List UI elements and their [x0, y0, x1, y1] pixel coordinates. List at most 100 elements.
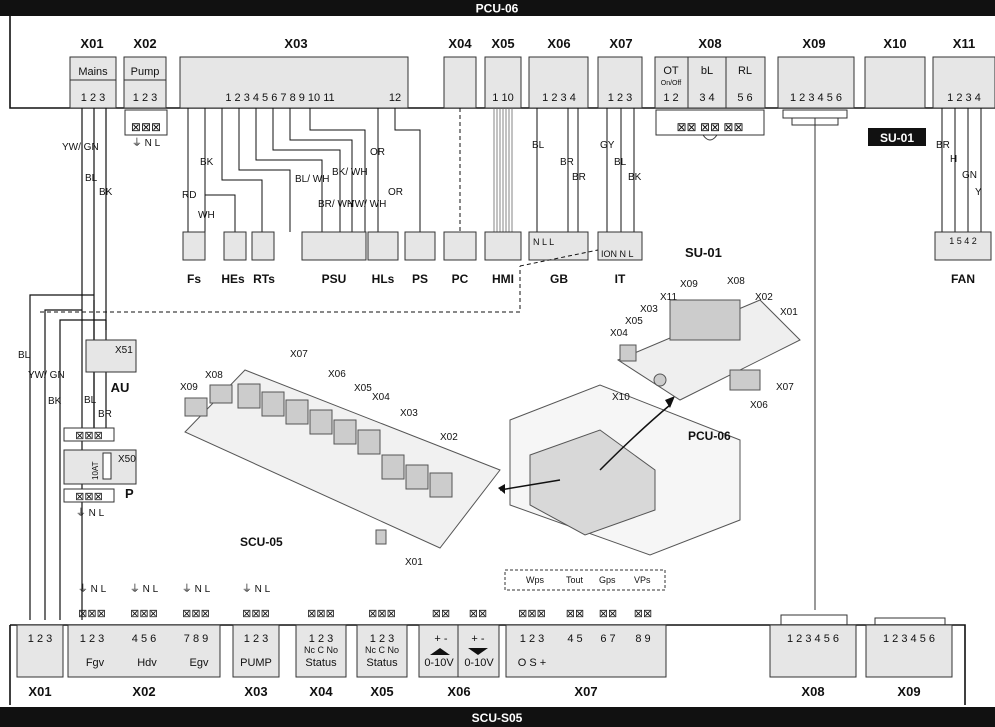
x03-sub-pump: PUMP: [240, 657, 272, 669]
x03-wire-blwh: BL/ WH: [295, 174, 329, 185]
pcu-callout-x06: X06: [750, 400, 768, 411]
x09-top-bridge: [782, 109, 848, 610]
x02-top-pins: 1 2 3: [133, 92, 157, 104]
x08-ot-pins: 1 2: [663, 92, 678, 104]
x07-sub-os: O S +: [518, 657, 546, 669]
x10-top-label: X10: [883, 36, 906, 51]
x03-top-box: [179, 56, 409, 109]
hmi-label: HMI: [492, 272, 514, 286]
hes-label: HEs: [221, 272, 245, 286]
x07-bottom-box: [505, 624, 667, 678]
left-wire-bl: BL: [18, 350, 31, 361]
x08-bottom-bridge: [780, 614, 848, 625]
x02-term-3: ⏚ N L: [182, 583, 211, 595]
x09-bottom-box: [865, 624, 953, 678]
x05-pins: 1 2 3: [370, 633, 394, 645]
x02-term-2: ⏚ N L: [130, 583, 159, 595]
pcu-callout-x02: X02: [755, 292, 773, 303]
p-top-terminal: [63, 427, 115, 442]
left-wire-bk: BK: [48, 396, 62, 407]
x02-pins-1: 1 2 3: [80, 633, 104, 645]
svg-text:⊠⊠: ⊠⊠: [566, 608, 584, 620]
au-relay-conn: X51: [115, 345, 133, 356]
x08-terminal-block: ⊠⊠ ⊠⊠ ⊠⊠: [655, 109, 765, 141]
x01-top-label: X01: [80, 36, 103, 51]
svg-text:⊠⊠ ⊠⊠ ⊠⊠: ⊠⊠ ⊠⊠ ⊠⊠: [677, 120, 744, 134]
x04-bottom-box: [295, 624, 347, 678]
x04-sub1: Nc C No: [304, 645, 338, 655]
scu-callout-title: SCU-05: [240, 535, 283, 549]
svg-text:⊠⊠⊠: ⊠⊠⊠: [75, 430, 103, 442]
rts-label: RTs: [253, 272, 275, 286]
x08-bl-label: bL: [701, 65, 713, 77]
su01-box-label: SU-01: [880, 131, 914, 145]
x10-top-box: [864, 56, 926, 109]
fan-pins: 1 5 4 2: [949, 236, 977, 246]
x03-wire-bk: BK: [200, 157, 214, 168]
x03-bottom-box: [232, 624, 280, 678]
mains-wire-bl: BL: [85, 173, 98, 184]
x03-top-pins: 1 2 3 4 5 6 7 8 9 10 11: [225, 92, 334, 104]
gb-label: GB: [550, 272, 568, 286]
left-wire-yw: YW/ GN: [28, 370, 65, 381]
x11-wire-br: BR: [936, 140, 950, 151]
x06-wire-br2: BR: [572, 172, 586, 183]
pc-device: [443, 231, 477, 261]
x04-bottom-label: X04: [309, 684, 333, 699]
x08-rl-pins: 5 6: [737, 92, 752, 104]
ps-label: PS: [412, 272, 428, 286]
x05-ribbon-cable: [493, 108, 513, 232]
fan-device: [934, 231, 992, 261]
x05-top-label: X05: [491, 36, 514, 51]
x03-pins: 1 2 3: [244, 633, 268, 645]
svg-text:⊠⊠⊠: ⊠⊠⊠: [368, 608, 396, 620]
x02-bottom-label: X02: [132, 684, 155, 699]
x03-wires: [187, 108, 421, 232]
x06-pins-2: + -: [471, 633, 484, 645]
scu-callout-x01: X01: [405, 557, 423, 568]
x07-pins-4: 8 9: [635, 633, 650, 645]
svg-text:⊠⊠⊠: ⊠⊠⊠: [242, 608, 270, 620]
hmi-device: [484, 231, 522, 261]
housing-illustration: [498, 384, 741, 556]
x06-bottom-label: X06: [447, 684, 470, 699]
x06-sub-1: 0-10V: [424, 657, 454, 669]
svg-text:⊠⊠: ⊠⊠: [634, 608, 652, 620]
x02-terminal-label: ⏚ N L: [132, 137, 161, 149]
x08-onoff-label: On/Off: [661, 80, 682, 87]
x01-bottom-label: X01: [28, 684, 51, 699]
pcu-callout-x09: X09: [680, 279, 698, 290]
fuse-icon: [102, 452, 112, 480]
gb-device: [528, 231, 589, 261]
it-label: IT: [615, 272, 626, 286]
x05-top-pins: 1 10: [492, 92, 513, 104]
svg-text:⊠⊠⊠: ⊠⊠⊠: [182, 608, 210, 620]
x07-wire-bl: BL: [614, 157, 627, 168]
x08-ot-label: OT: [663, 65, 679, 77]
x03-wire-bkwh: BK/ WH: [332, 167, 368, 178]
x07-bottom-label: X07: [574, 684, 597, 699]
svg-text:⊠⊠⊠: ⊠⊠⊠: [131, 120, 161, 134]
hes-device: [223, 231, 247, 261]
x02-top-label: X02: [133, 36, 156, 51]
scu-callout-x04: X04: [372, 392, 390, 403]
x09-bottom-label: X09: [897, 684, 920, 699]
bottom-board-title: SCU-S05: [472, 711, 523, 725]
scu-callout-x09: X09: [180, 382, 198, 393]
fs-device: [182, 231, 206, 261]
x08-bottom-pins: 1 2 3 4 5 6: [787, 633, 839, 645]
x04-top-box: [443, 56, 477, 109]
svg-text:⊠⊠⊠: ⊠⊠⊠: [130, 608, 158, 620]
x05-top-box: [484, 56, 522, 109]
mains-wire-bk: BK: [99, 187, 113, 198]
rts-device: [251, 231, 275, 261]
x02-pins-2: 4 5 6: [132, 633, 156, 645]
x05-sub1: Nc C No: [365, 645, 399, 655]
x03-bottom-label: X03: [244, 684, 267, 699]
x06-top-box: [528, 56, 589, 109]
x02-terminal-block: ⊠⊠⊠ ⏚ N L: [124, 109, 168, 149]
svg-text:⊠⊠: ⊠⊠: [469, 608, 487, 620]
x03-top-label: X03: [284, 36, 307, 51]
pump-terminal-label: ⏚ N L: [76, 507, 105, 519]
